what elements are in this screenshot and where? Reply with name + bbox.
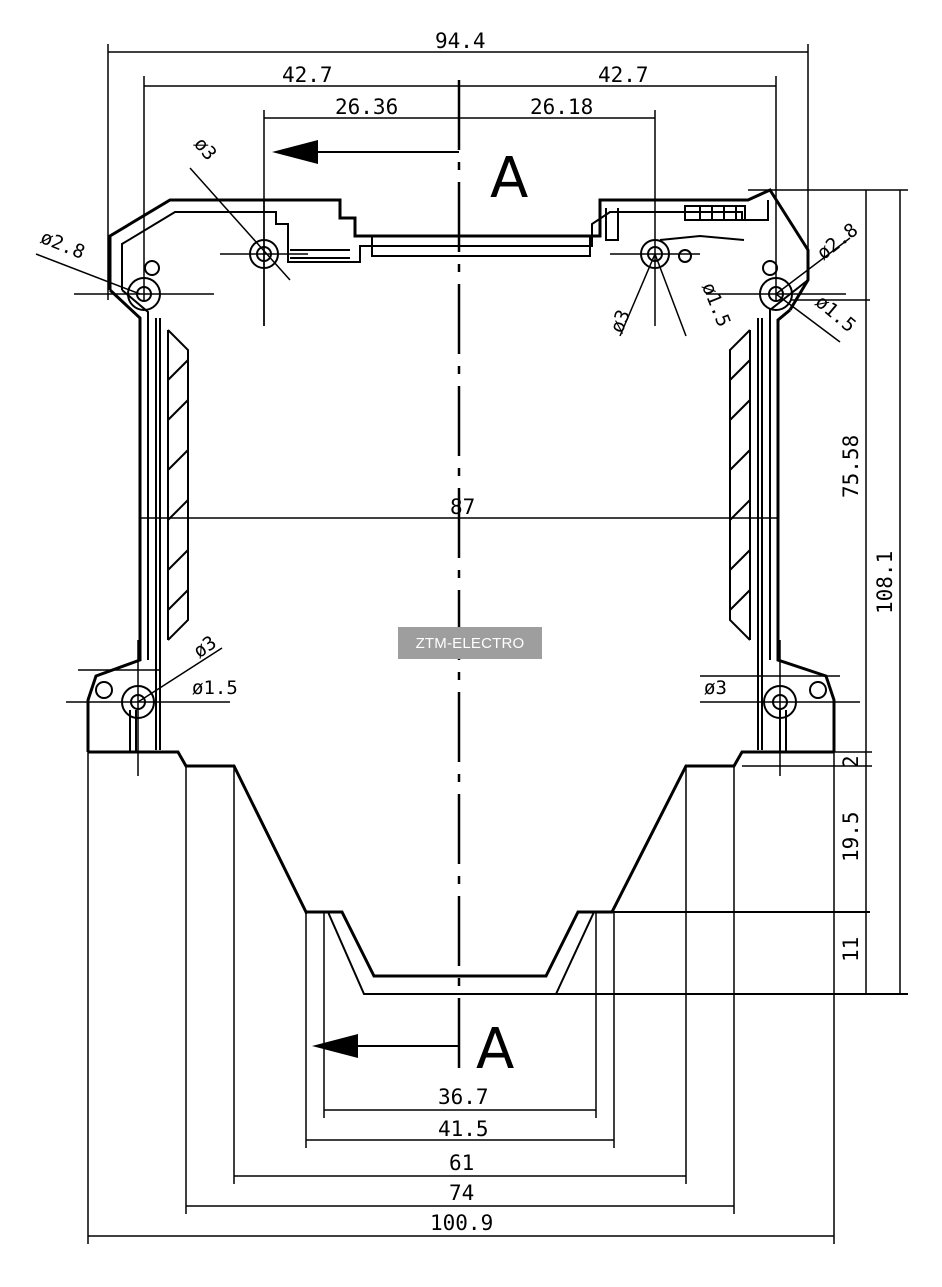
hole-corner-top-right (706, 237, 851, 343)
enclosure-top-profile (108, 188, 810, 311)
hole-top-right (610, 239, 700, 337)
watermark: ZTM-ELECTRO (398, 627, 542, 659)
label-dia-bottom-left-a: ø3 (189, 632, 220, 663)
dim-overall-width: 94.4 (435, 29, 486, 53)
section-label-bottom: A (476, 1017, 514, 1082)
top-dimensions (107, 44, 809, 326)
dim-bottom-100-9: 100.9 (430, 1211, 493, 1235)
dim-height-mid: 75.58 (839, 435, 863, 498)
dim-hole-right: 26.18 (530, 95, 593, 119)
dim-inner-width: 87 (450, 495, 475, 519)
dim-half-left: 42.7 (282, 63, 333, 87)
dim-bottom-36-7: 36.7 (438, 1085, 489, 1109)
bottom-dimensions (87, 752, 835, 1244)
dim-hole-left: 26.36 (335, 95, 398, 119)
section-marker-top (272, 140, 459, 164)
enclosure-base (88, 750, 908, 995)
dim-height-total: 108.1 (873, 551, 897, 614)
label-dia-corner-top-right: ø2.8 (813, 219, 863, 265)
dim-bottom-74: 74 (449, 1181, 474, 1205)
label-dia-bottom-right: ø3 (704, 677, 727, 699)
hole-bottom-right (700, 640, 860, 776)
section-marker-bottom (312, 1034, 459, 1058)
section-label-top: A (490, 146, 528, 211)
hole-corner-top-left (35, 253, 214, 311)
hole-bottom-left (66, 640, 230, 776)
label-dia-bottom-left-b: ø1.5 (192, 677, 238, 699)
label-dia-top-right-mid-b: ø1.5 (697, 279, 735, 330)
dim-step-2: 2 (839, 755, 863, 768)
enclosure-left-wall (86, 288, 189, 752)
label-dia-top-right-small: ø1.5 (811, 291, 860, 337)
dim-step-19-5: 19.5 (839, 811, 863, 862)
hole-top-left (189, 167, 308, 326)
dim-step-11: 11 (839, 937, 863, 962)
dim-bottom-41-5: 41.5 (438, 1117, 489, 1141)
label-dia-top-left-hole: ø3 (189, 133, 221, 165)
right-dimensions (742, 189, 908, 994)
dim-bottom-61: 61 (449, 1151, 474, 1175)
dim-half-right: 42.7 (598, 63, 649, 87)
